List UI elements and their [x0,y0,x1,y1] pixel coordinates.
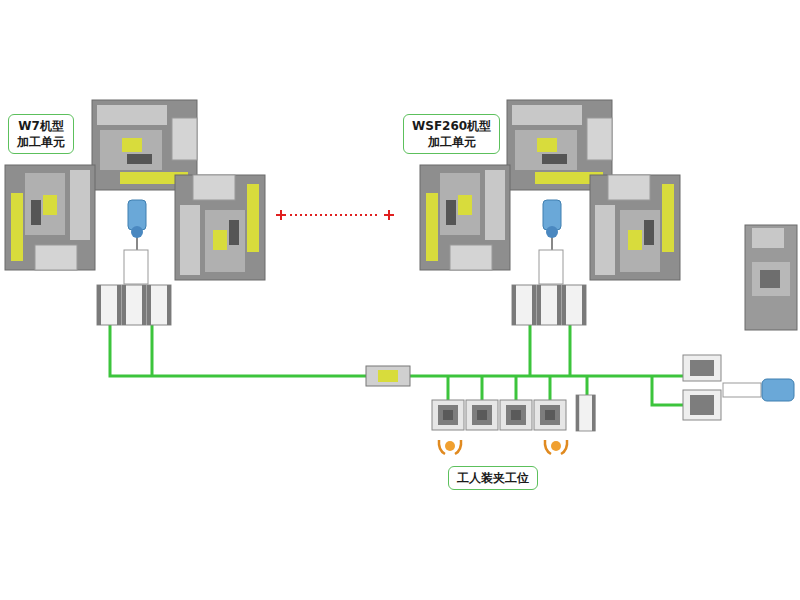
label-text: W7机型 加工单元 [17,118,65,150]
robot-frame [723,383,761,397]
label-text: 工人装夹工位 [457,470,529,486]
label-box: W7机型 加工单元 [8,114,74,154]
storage-bay [752,262,790,296]
label-box: WSF260机型 加工单元 [403,114,500,154]
plus-mark [276,210,394,220]
fixture-station [466,400,498,430]
cell-w7 [5,100,265,325]
pallet [576,395,595,431]
label-text: WSF260机型 加工单元 [412,118,491,150]
storage-machine [745,225,797,330]
dotted-continuation [290,214,380,216]
load-station [683,390,721,420]
conveyor-line [110,325,686,405]
transfer-cart [366,366,410,386]
load-station [683,355,721,381]
storage-core [760,270,780,288]
worker-icon [439,440,461,454]
cart-load [378,370,398,382]
worker-icon [545,440,567,454]
label-box: 工人装夹工位 [448,466,538,490]
storage-cover [752,228,784,248]
robot-arm [762,379,794,401]
fixture-station [500,400,532,430]
load-plate [690,395,714,415]
load-plate [690,360,714,376]
fixture-station [432,400,464,430]
fixture-station [534,400,566,430]
